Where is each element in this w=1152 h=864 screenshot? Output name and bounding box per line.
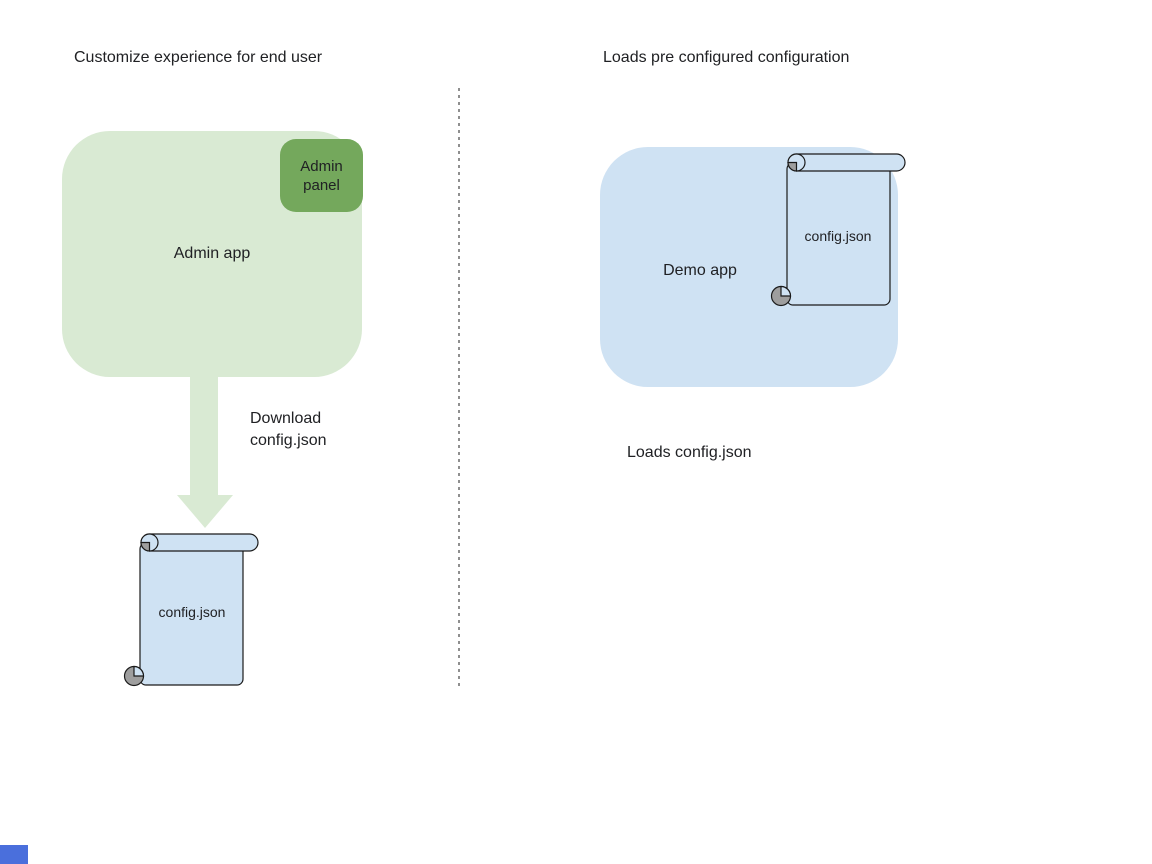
admin-app-label: Admin app xyxy=(173,245,251,262)
config-json-label-right: config.json xyxy=(804,228,872,244)
scroll-top-curl-icon xyxy=(787,161,798,172)
download-arrow-label: Download config.json xyxy=(250,410,327,449)
right-section-title: Loads pre configured configuration xyxy=(603,49,850,66)
scroll-top-curl-icon xyxy=(140,541,151,552)
admin-panel-label: Admin panel xyxy=(300,157,343,194)
config-file-scroll-icon xyxy=(123,533,259,687)
download-arrow-icon xyxy=(177,377,233,528)
loads-config-caption: Loads config.json xyxy=(627,444,752,461)
demo-app-label: Demo app xyxy=(663,262,737,279)
left-section-title: Customize experience for end user xyxy=(74,49,323,66)
config-json-label-left: config.json xyxy=(158,604,226,620)
section-divider xyxy=(458,88,460,687)
admin-panel-box: Admin panel xyxy=(280,139,363,212)
config-file-scroll-icon xyxy=(770,153,906,307)
corner-marker xyxy=(0,845,28,864)
